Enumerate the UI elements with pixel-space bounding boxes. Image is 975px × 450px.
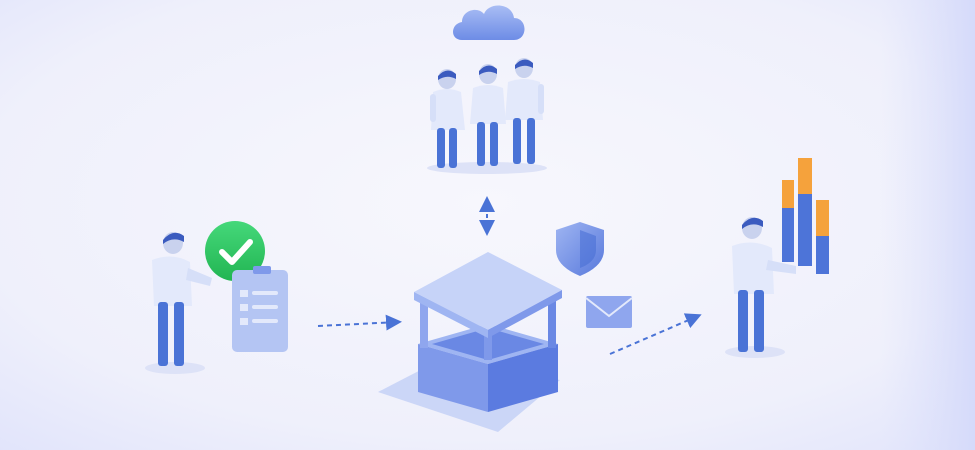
cloud-icon — [453, 5, 525, 41]
background-edge — [880, 0, 975, 450]
analyst-person-icon — [725, 217, 796, 358]
platform-booth-icon — [378, 252, 562, 432]
chart-bar-3-top — [816, 200, 829, 236]
chart-bar-1-top — [782, 180, 794, 208]
people-group-icon — [427, 58, 547, 174]
team-person-left — [430, 69, 465, 168]
output-arrow — [609, 313, 702, 355]
input-arrow — [317, 314, 402, 331]
envelope-icon — [585, 296, 633, 328]
chart-bar-2-top — [798, 158, 812, 194]
checkmark-icon — [205, 221, 265, 281]
team-person-right — [505, 58, 544, 164]
checklist-clipboard-icon — [232, 266, 288, 352]
shield-icon — [556, 222, 604, 276]
team-person-middle — [470, 64, 506, 166]
bar-chart-icon — [782, 158, 829, 274]
person-icon — [145, 232, 212, 374]
